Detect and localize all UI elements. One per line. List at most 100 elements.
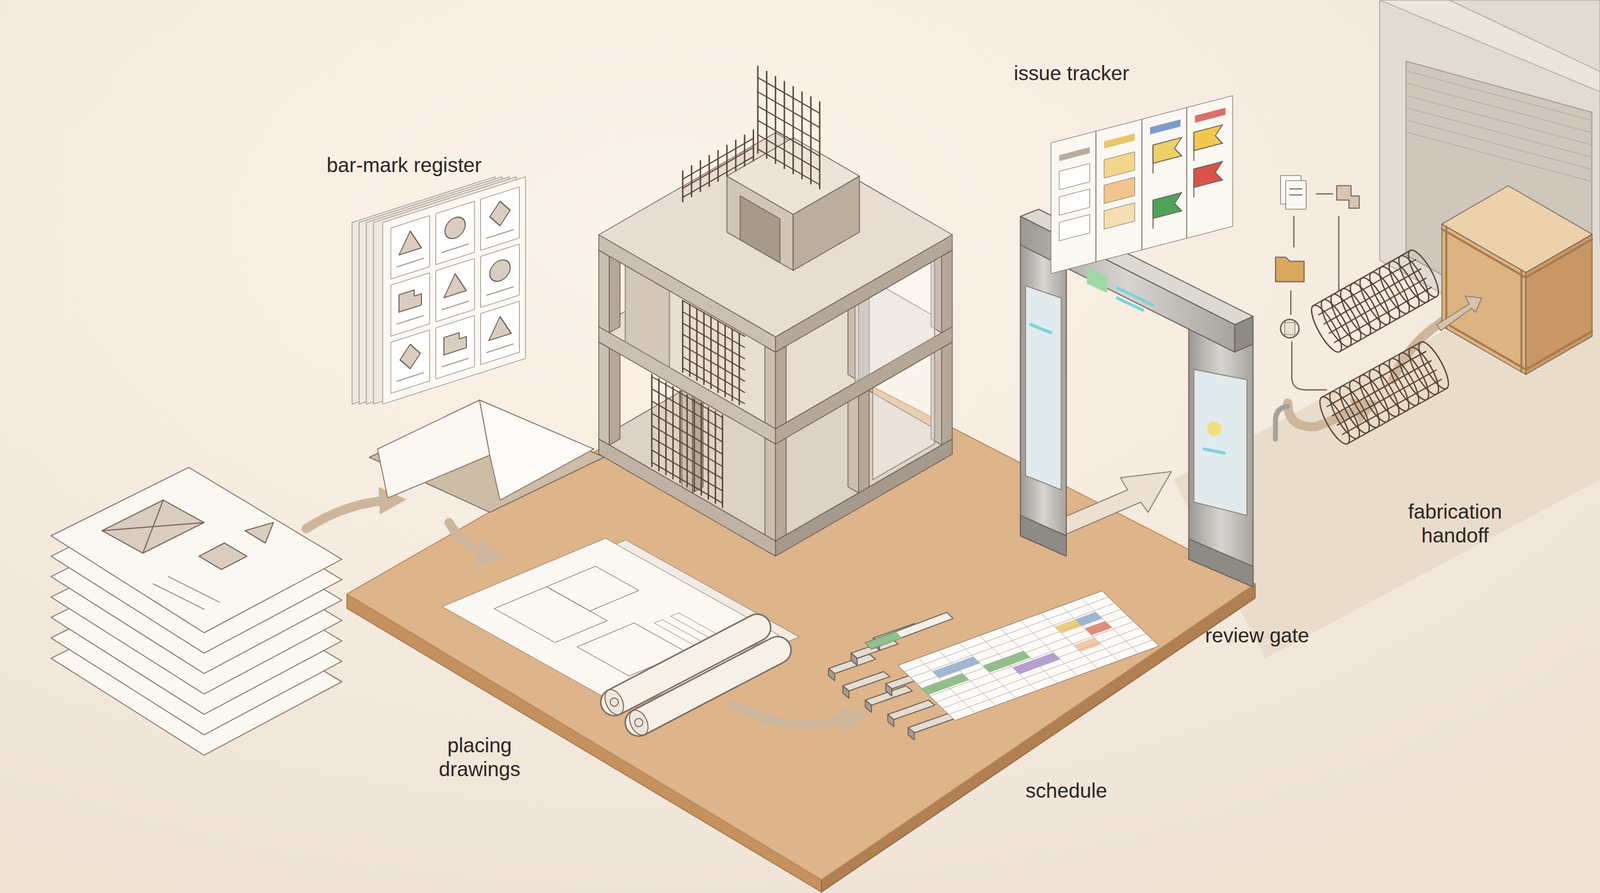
crate-plank: [1445, 226, 1448, 330]
rebar-bar: [783, 81, 785, 169]
bar-shape-icon: [398, 227, 422, 255]
part-label: bar-mark register: [326, 153, 482, 177]
schedule-block: [828, 668, 835, 681]
register-cell: [480, 186, 520, 250]
rebar-bar: [819, 102, 821, 189]
schedule-block: [908, 727, 915, 741]
roll-core: [634, 718, 644, 727]
roll-core: [610, 698, 619, 707]
status-light: [1086, 267, 1107, 294]
flow-line: [1293, 216, 1295, 248]
status-light: [1206, 421, 1222, 437]
rebar-cage-bar: [1342, 379, 1442, 435]
flow-arrow: [306, 500, 394, 529]
rebar-cage-ring: [1403, 343, 1444, 398]
column: [765, 345, 776, 429]
flow-arrow: [732, 704, 856, 725]
gate-base: [1188, 538, 1254, 588]
door-slat: [1408, 83, 1592, 133]
part-label: placing drawings: [421, 733, 538, 781]
document-icon: [1285, 180, 1306, 210]
column-header: [1104, 133, 1135, 149]
shipping-crate: [1441, 185, 1592, 273]
rebar-cage-bar: [1318, 259, 1416, 316]
rebar-cage-bar: [1313, 250, 1411, 306]
gate-glass: [1025, 286, 1062, 491]
column-header: [1059, 147, 1091, 162]
flow-arrow: [1436, 295, 1482, 331]
schedule-block: [885, 683, 892, 696]
flow-line: [1316, 193, 1333, 195]
register-cell: [390, 329, 430, 394]
part-label: issue tracker: [1013, 61, 1130, 85]
rebar-cage-ring: [1314, 393, 1355, 448]
gate-pillar: [1020, 240, 1067, 557]
crate-plank: [1441, 320, 1526, 370]
book-page: [479, 400, 595, 500]
rebar-cage-bar: [1334, 287, 1432, 343]
rebar-bar: [775, 76, 777, 164]
book-page: [377, 400, 490, 499]
board-column: [1186, 107, 1188, 239]
schedule-block: [843, 686, 850, 699]
rebar-bar: [756, 66, 759, 153]
bar-shape-icon: [489, 198, 510, 230]
schedule-block: [908, 713, 956, 733]
cell-text-line: [486, 344, 514, 353]
sheet-sketch: [143, 500, 164, 553]
grid-line: [938, 650, 996, 706]
rebar-cage-bar: [1323, 269, 1421, 325]
rebar-cage-ring: [1413, 338, 1454, 393]
rebar-tie: [757, 106, 820, 142]
rebar-tie: [757, 91, 820, 128]
part-label: review gate: [1205, 623, 1310, 648]
part-label: schedule: [1025, 779, 1107, 803]
bar-shape-icon: [400, 341, 421, 373]
register-cell: [480, 244, 520, 308]
bar-shape-icon: [444, 214, 466, 242]
door-slat: [1408, 95, 1592, 145]
column: [848, 390, 859, 494]
rebar-tie: [757, 120, 820, 156]
issue-flag: [1152, 192, 1182, 219]
board-column: [1095, 131, 1097, 263]
rebar-tie: [682, 156, 754, 198]
rebar-bar: [809, 97, 812, 184]
cell-text-line: [441, 244, 469, 253]
rebar-tie: [757, 134, 820, 171]
part-label: fabrication handoff: [1392, 500, 1518, 548]
column: [858, 390, 870, 494]
issue-flag: [1193, 125, 1223, 151]
register-cell: [435, 315, 475, 380]
schedule-block: [843, 671, 891, 691]
cell-text-line: [486, 229, 514, 239]
register-cell: [480, 301, 520, 365]
document-icon: [1289, 194, 1302, 196]
crate-plank: [1525, 331, 1592, 370]
rebar-tie: [682, 356, 745, 393]
bar-shape-icon: [443, 270, 467, 298]
status-line: [1117, 287, 1153, 306]
rebar-cage-bar: [1326, 351, 1426, 407]
rebar-cage-ring: [1363, 365, 1405, 420]
grid-line: [1020, 620, 1078, 677]
rebar-cage-bar: [1321, 342, 1421, 398]
cell-text-line: [441, 358, 469, 367]
column: [609, 341, 620, 445]
sheet-text-line: [168, 576, 220, 603]
rebar-tie: [757, 77, 820, 113]
grid-line: [923, 615, 1128, 691]
rebar-tie: [651, 413, 723, 455]
gate-pillar: [1188, 324, 1254, 587]
rebar-cage-bar: [1339, 296, 1437, 352]
grid-line: [1061, 605, 1119, 662]
roll-end: [625, 706, 652, 738]
schedule-block: [865, 612, 953, 649]
rebar-cage-bar: [1347, 388, 1447, 444]
grid-frame: [897, 590, 1159, 721]
rebar-tie: [682, 334, 745, 370]
issue-card: [1104, 151, 1135, 178]
rebar-bar: [792, 86, 794, 174]
drawing-roll: [638, 650, 778, 723]
